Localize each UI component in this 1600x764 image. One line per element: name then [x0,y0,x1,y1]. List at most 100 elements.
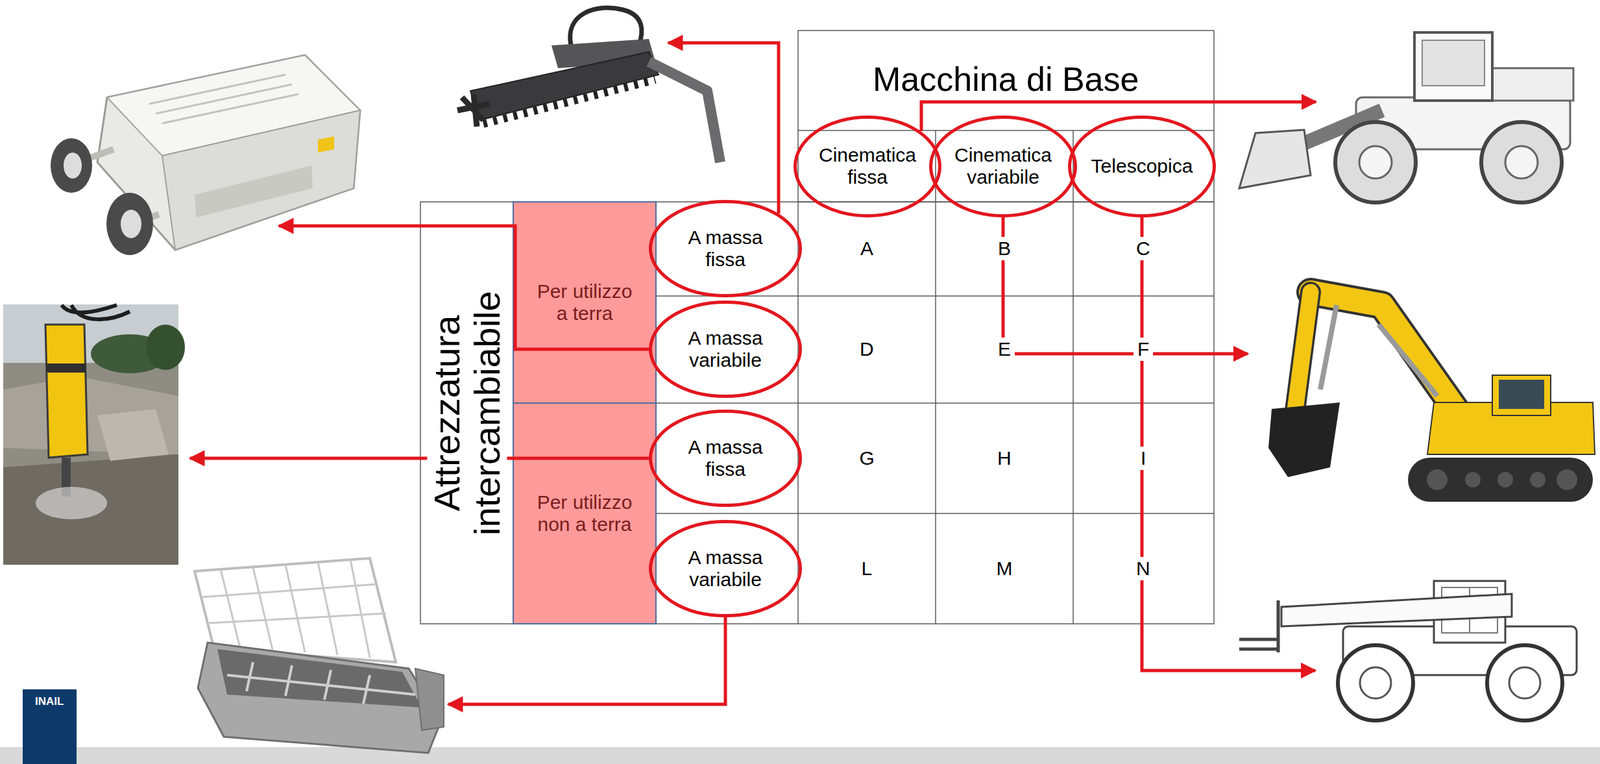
node-text: A massa variabile [670,546,781,592]
excavator [1294,291,1311,416]
wheel-loader [1335,121,1416,203]
table-cell-letter: N [1132,556,1155,581]
trencher-attachment [470,51,659,121]
telehandler [1239,600,1279,653]
telehandler [1281,593,1512,627]
mixer-bucket [415,668,444,730]
table-grid [420,30,1214,624]
footer-bar [0,746,1600,764]
table-cell-letter: I [1136,446,1150,470]
hammer-photo [97,408,169,461]
telehandler [1487,644,1563,721]
logo-box [22,689,77,764]
excavator [1268,291,1595,502]
excavator [1310,291,1460,416]
node-text: Cinematica fissa [812,144,923,189]
logo-box [22,689,77,764]
excavator [1556,469,1578,490]
row-group-title: Attrezzatura intercambiabile [426,230,507,595]
telehandler [1337,644,1414,721]
ellipse-outline [931,116,1076,216]
node-text: Per utilizzo non a terra [532,491,637,536]
node-text: A massa variabile [670,327,781,372]
excavator [1497,471,1514,488]
table-grid [934,130,937,624]
ellipse-outline [1069,116,1215,216]
ellipse-outline [795,116,941,216]
mixer-bucket [227,661,416,704]
mixer-bucket [194,557,444,753]
leader-arrow [448,617,726,704]
category-cell: Per utilizzo non a terra [513,402,656,624]
telehandler [1509,666,1541,699]
ellipse-node: Cinematica fissa [793,115,942,218]
node-text: Per utilizzo a terra [532,280,637,326]
planer-attachment [194,165,313,218]
ellipse-node: Cinematica variabile [929,115,1078,218]
table-cell-letter: M [992,556,1017,581]
category-fill [513,201,656,624]
excavator [1320,304,1438,396]
leader-arrow [1141,217,1316,671]
ellipse-node: A massa fissa [648,409,802,507]
mixer-bucket [197,642,442,753]
footer-bar [0,746,1600,764]
hammer-photo [45,324,88,458]
planer-attachment [50,138,93,193]
wheel-loader [1492,68,1574,101]
table-cell-letter: L [857,556,877,581]
telehandler [1239,580,1577,721]
ellipse-outline [650,411,801,506]
wheel-loader [1239,129,1311,189]
leader-arrow [190,456,649,461]
trencher-attachment [457,7,721,163]
planer-attachment [97,55,361,250]
table-cell-letter: B [993,236,1015,261]
planer-attachment [162,110,361,250]
planer-attachment [317,136,335,153]
leader-arrow [190,42,1316,704]
table-cell-letter: G [855,446,879,470]
table-cell-letter: E [993,337,1015,361]
logo-text: INAIL [35,694,64,708]
node-text: Telescopica [1086,155,1198,178]
hammer-photo [61,304,130,320]
category-cell: Per utilizzo a terra [513,201,656,403]
wheel-loader [1422,40,1485,86]
ellipse-node: A massa fissa [648,199,802,298]
planer-attachment [120,209,142,239]
wheel-loader [1359,145,1392,179]
category-fill [513,402,656,624]
telehandler [1359,666,1392,699]
ellipse-node: A massa variabile [648,300,802,398]
table-cell-letter: D [855,337,878,361]
table-cell-letter: F [1133,337,1153,361]
trencher-attachment [483,79,656,124]
excavator [1407,457,1593,502]
table-grid [1072,130,1074,624]
ellipse-outline [650,302,801,397]
hammer-photo [145,324,185,370]
excavator [1268,402,1340,477]
wheel-loader [1481,121,1562,203]
excavator [1492,375,1551,416]
table-grid [798,129,1214,132]
excavator [1465,471,1481,488]
hammer-photo [3,454,179,565]
wheel-loader [1239,32,1574,203]
table-grid [420,201,1214,624]
ellipse-outline [650,201,801,296]
table-cell-letter: C [1132,236,1155,261]
node-text: A massa fissa [670,226,781,272]
table-cell-letter: H [993,446,1016,470]
excavator [1498,379,1545,409]
wheel-loader [1505,145,1538,179]
hammer-photo [46,363,86,373]
table-header: Macchina di Base [867,59,1144,100]
mixer-bucket [201,559,387,658]
planer-attachment [149,74,299,124]
category-fill [513,201,656,403]
ellipse-node: Telescopica [1067,115,1216,218]
